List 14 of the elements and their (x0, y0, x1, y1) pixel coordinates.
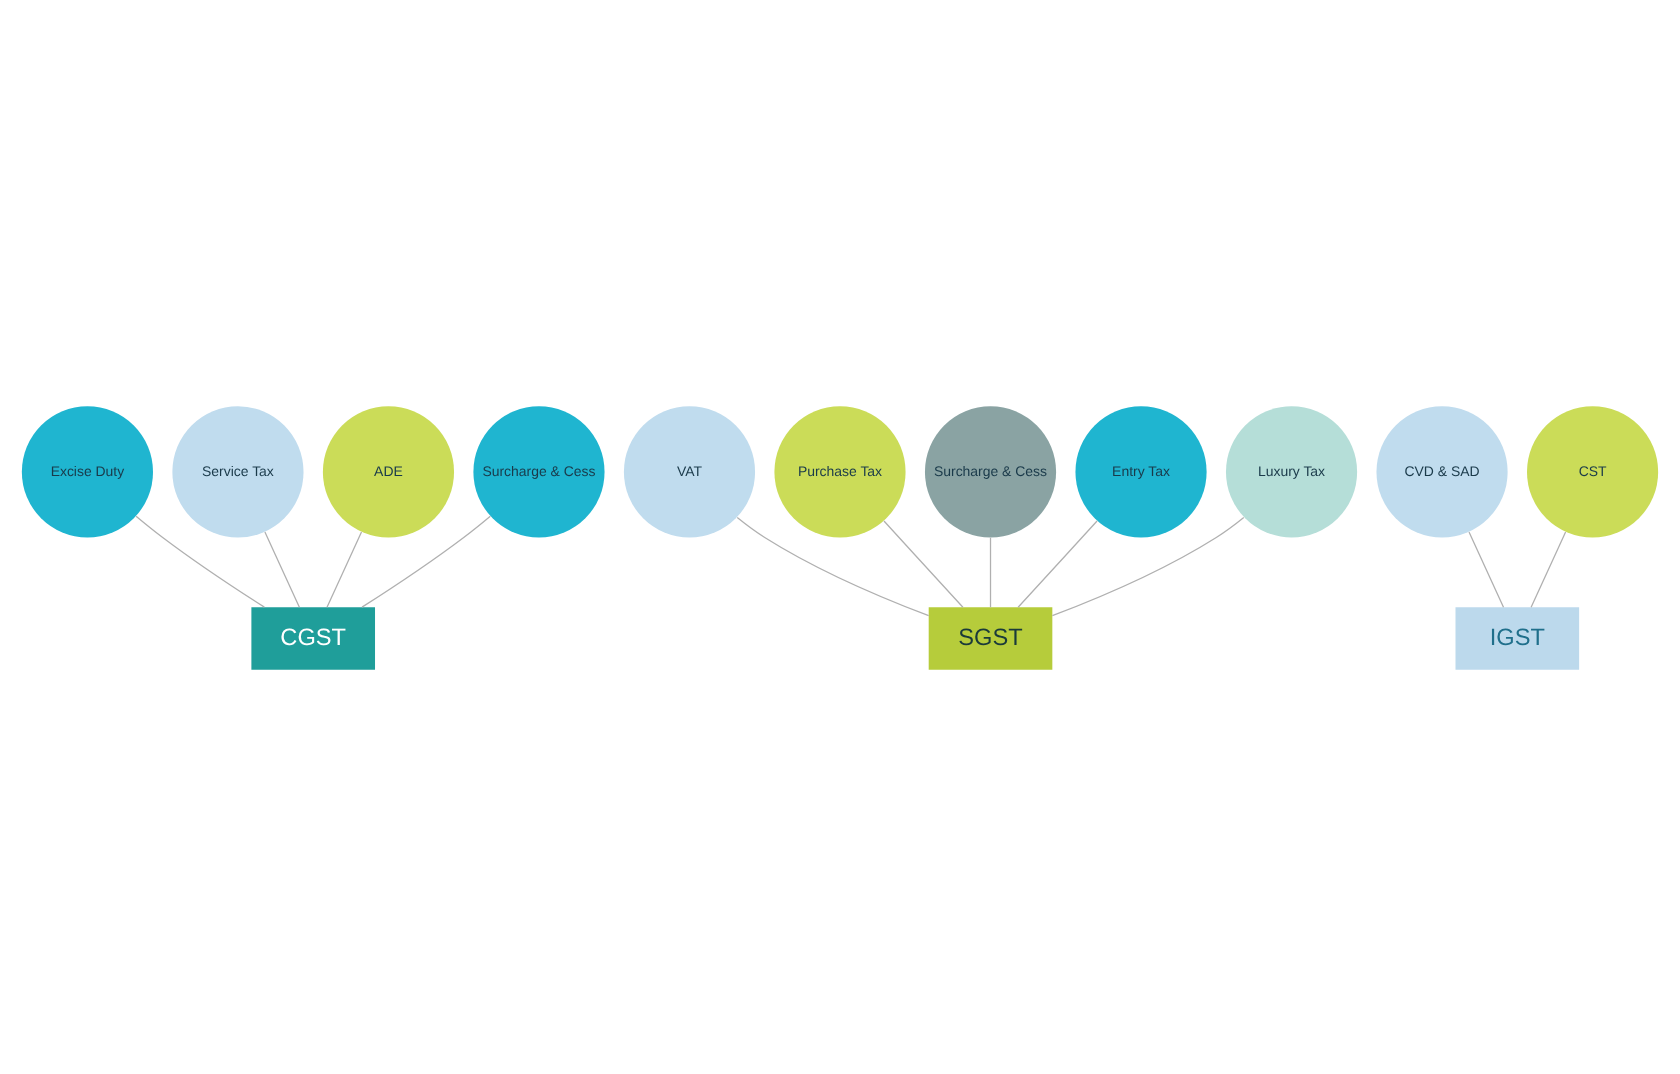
connector (361, 514, 491, 607)
connector (264, 530, 301, 607)
connector (1468, 530, 1505, 607)
connector (989, 536, 992, 607)
node-box: SGST (928, 606, 1053, 669)
connector (883, 519, 964, 607)
connector (1051, 515, 1245, 616)
connector (1017, 519, 1098, 607)
connector (135, 514, 266, 607)
node-box: IGST (1455, 606, 1580, 669)
node-box: CGST (251, 606, 375, 669)
connector (736, 515, 930, 616)
connector (326, 530, 363, 607)
connector (1530, 530, 1567, 607)
